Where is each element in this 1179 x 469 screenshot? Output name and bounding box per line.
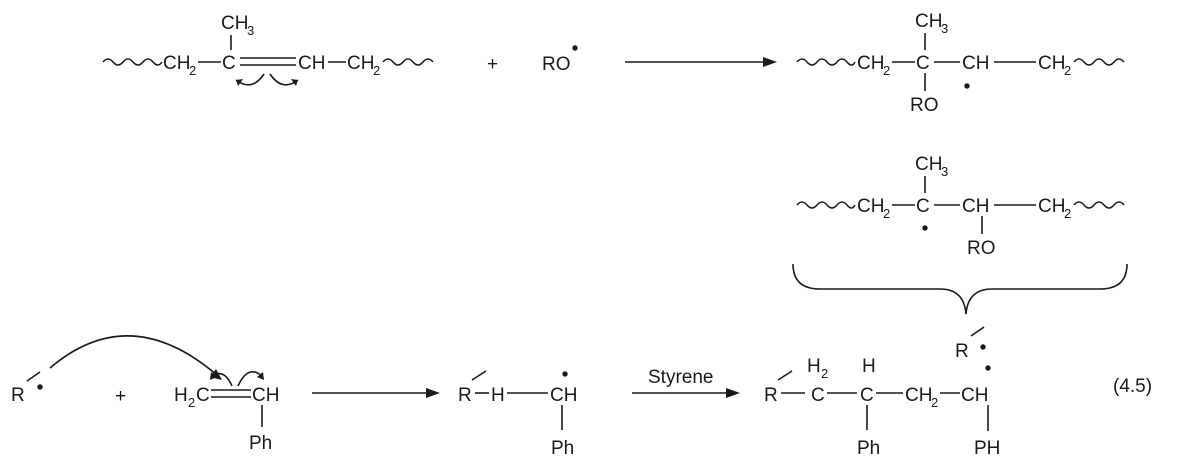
ch2-label: CH xyxy=(905,385,932,406)
electron-shift-arrow xyxy=(237,370,263,387)
ch-label: CH xyxy=(962,196,989,217)
arrow-label: Styrene xyxy=(648,367,713,388)
ch2-label: CH xyxy=(1038,53,1065,74)
subscript-2: 2 xyxy=(821,366,828,381)
reaction1-reactant: CH 2 C CH 3 CH CH 2 xyxy=(102,13,434,86)
ch-label: CH xyxy=(298,53,325,74)
arrowhead xyxy=(257,372,264,380)
r-bond-stub xyxy=(26,371,41,382)
arrowhead xyxy=(236,79,243,86)
polymer-chain-wave xyxy=(796,58,856,66)
curly-brace xyxy=(792,263,1128,315)
radical-attack-arrow xyxy=(49,335,219,377)
arrowhead xyxy=(291,79,298,86)
ch-label: CH xyxy=(962,53,989,74)
arrowhead xyxy=(210,372,217,380)
r-label: R xyxy=(764,385,778,406)
ch2-label: CH xyxy=(347,53,374,74)
subscript-2: 2 xyxy=(373,63,380,78)
polymer-chain-wave xyxy=(102,58,163,66)
ph-label: Ph xyxy=(857,438,880,459)
subscript-2: 2 xyxy=(883,206,890,221)
radical-dot xyxy=(980,344,986,350)
reaction1-product-a: CH 2 C CH 3 CH CH 2 RO xyxy=(796,11,1125,116)
subscript-3: 3 xyxy=(247,23,254,38)
r-label: R xyxy=(11,385,25,406)
radical-dot xyxy=(562,371,568,377)
h-label: H xyxy=(491,385,505,406)
ch-label: CH xyxy=(550,385,577,406)
subscript-3: 3 xyxy=(941,164,948,179)
r-bond-stub xyxy=(777,370,793,381)
r-bond-stub xyxy=(970,326,985,337)
carbon-label: C xyxy=(222,53,236,74)
subscript-2: 2 xyxy=(1064,206,1071,221)
polymer-chain-wave xyxy=(796,201,856,209)
methyl-label: CH xyxy=(221,13,248,34)
ch-label: CH xyxy=(961,385,988,406)
ro-label: RO xyxy=(910,95,939,116)
r-label: R xyxy=(458,385,472,406)
subscript-2: 2 xyxy=(883,63,890,78)
carbon-label: C xyxy=(860,385,874,406)
styrene-reaction-arrow: Styrene xyxy=(632,367,740,398)
r-label: R xyxy=(955,341,969,362)
r-bond-stub xyxy=(471,370,487,381)
ch2-label: CH xyxy=(163,53,190,74)
ch2-label: CH xyxy=(857,196,884,217)
subscript-2: 2 xyxy=(188,395,195,410)
reaction2-product: R H 2 C H C Ph CH 2 CH PH xyxy=(764,356,1000,459)
reaction2-intermediate: R H CH Ph xyxy=(458,370,577,459)
styrene-monomer: H 2 C CH Ph xyxy=(174,370,279,454)
plus-sign: + xyxy=(115,386,126,407)
ro-label: RO xyxy=(542,54,571,75)
ch2-label: CH xyxy=(1038,196,1065,217)
carbon-label: C xyxy=(916,53,930,74)
h-label: H xyxy=(807,356,821,377)
subscript-2: 2 xyxy=(1064,63,1071,78)
subscript-2: 2 xyxy=(931,395,938,410)
radical-dot xyxy=(922,225,928,231)
h-label: H xyxy=(862,356,876,377)
carbon-label: C xyxy=(811,385,825,406)
reaction1-product-b: CH 2 C CH 3 CH CH 2 RO xyxy=(796,154,1125,259)
methyl-label: CH xyxy=(915,11,942,32)
brace-radical: R xyxy=(955,326,986,362)
ch2-label: CH xyxy=(857,53,884,74)
subscript-3: 3 xyxy=(941,21,948,36)
polymer-chain-wave xyxy=(1073,58,1125,66)
polymer-chain-wave xyxy=(1073,201,1125,209)
plus-sign: + xyxy=(487,54,498,75)
ro-label: RO xyxy=(967,238,996,259)
methyl-label: CH xyxy=(915,154,942,175)
reaction-arrow xyxy=(312,388,440,398)
carbon-label: C xyxy=(196,385,210,406)
reaction2-radical: R xyxy=(11,371,43,406)
alkoxy-radical: RO xyxy=(542,45,578,75)
equation-number: (4.5) xyxy=(1113,376,1152,397)
carbon-label: C xyxy=(916,196,930,217)
polymer-chain-wave xyxy=(382,58,434,66)
reaction-arrow xyxy=(625,57,777,67)
ph-label: Ph xyxy=(551,438,574,459)
radical-dot xyxy=(964,83,970,89)
ph-label: Ph xyxy=(249,433,272,454)
subscript-2: 2 xyxy=(189,63,196,78)
radical-dot xyxy=(985,365,991,371)
radical-dot xyxy=(37,384,43,390)
ch-label: CH xyxy=(252,385,279,406)
h-label: H xyxy=(174,385,188,406)
radical-dot xyxy=(572,45,578,51)
ph-end-label: PH xyxy=(974,438,1000,459)
